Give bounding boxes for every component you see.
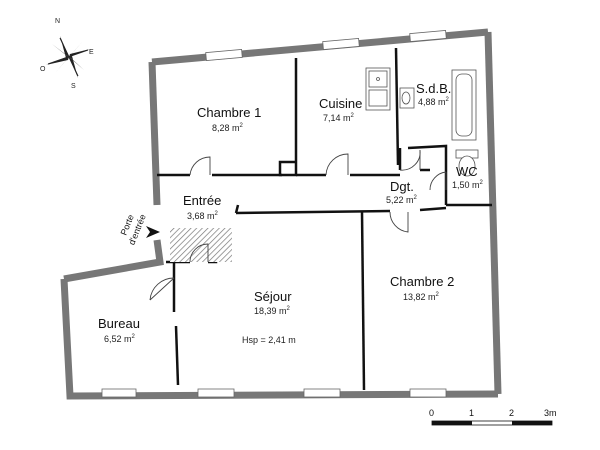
entrance-label: Porte d'entrée bbox=[119, 213, 148, 247]
room-area: 1,50 m bbox=[452, 180, 480, 190]
room-name: Chambre 2 bbox=[390, 274, 454, 289]
compass-rose: N E S O bbox=[40, 18, 94, 90]
room-name: S.d.B. bbox=[416, 81, 451, 96]
room-area: 5,22 m bbox=[386, 195, 414, 205]
room-label-sdb: S.d.B. 4,88 m2 bbox=[416, 81, 451, 107]
scale-tick-3: 3m bbox=[544, 408, 557, 418]
compass-n-label: N bbox=[55, 18, 60, 25]
room-name: Bureau bbox=[98, 316, 140, 331]
room-label-entree: Entrée 3,68 m2 bbox=[183, 193, 221, 221]
room-name: Séjour bbox=[254, 289, 292, 304]
area-exponent: 2 bbox=[215, 211, 219, 217]
area-exponent: 2 bbox=[287, 306, 291, 312]
kitchen-sink-icon bbox=[365, 67, 391, 111]
room-area: 18,39 m bbox=[254, 306, 287, 316]
svg-text:18,39 m2: 18,39 m2 bbox=[254, 306, 291, 316]
room-label-dgt: Dgt. 5,22 m2 bbox=[386, 179, 418, 205]
room-name: Dgt. bbox=[390, 179, 414, 194]
area-exponent: 2 bbox=[414, 195, 418, 201]
windows bbox=[101, 30, 447, 398]
room-label-chambre-2: Chambre 2 13,82 m2 bbox=[390, 274, 454, 302]
bathtub-icon bbox=[451, 69, 477, 141]
svg-text:5,22 m2: 5,22 m2 bbox=[386, 195, 418, 205]
room-label-bureau: Bureau 6,52 m2 bbox=[98, 316, 140, 344]
room-name: Cuisine bbox=[319, 96, 362, 111]
room-area: 8,28 m bbox=[212, 123, 240, 133]
svg-text:1,50 m2: 1,50 m2 bbox=[452, 180, 484, 190]
room-area: 4,88 m bbox=[418, 97, 446, 107]
svg-text:6,52 m2: 6,52 m2 bbox=[104, 334, 136, 344]
scale-tick-0: 0 bbox=[429, 408, 434, 418]
exterior-walls bbox=[60, 28, 502, 400]
svg-text:7,14 m2: 7,14 m2 bbox=[323, 113, 355, 123]
toilet-icon bbox=[455, 149, 479, 177]
room-label-chambre-1: Chambre 1 8,28 m2 bbox=[197, 105, 261, 133]
room-name: WC bbox=[456, 164, 478, 179]
scale-tick-2: 2 bbox=[509, 408, 514, 418]
svg-text:13,82 m2: 13,82 m2 bbox=[403, 292, 440, 302]
room-area: 13,82 m bbox=[403, 292, 436, 302]
svg-text:8,28 m2: 8,28 m2 bbox=[212, 123, 244, 133]
entrance-arrow-icon bbox=[146, 226, 160, 238]
compass-s-label: S bbox=[71, 83, 76, 90]
area-exponent: 2 bbox=[446, 97, 450, 103]
area-exponent: 2 bbox=[132, 334, 136, 340]
room-label-cuisine: Cuisine 7,14 m2 bbox=[319, 96, 362, 123]
door-swings bbox=[149, 149, 447, 301]
compass-o-label: O bbox=[40, 66, 46, 73]
area-exponent: 2 bbox=[351, 113, 355, 119]
room-area: 3,68 m bbox=[187, 211, 215, 221]
area-exponent: 2 bbox=[436, 292, 440, 298]
area-exponent: 2 bbox=[480, 180, 484, 186]
room-name: Chambre 1 bbox=[197, 105, 261, 120]
scale-bar: 0 1 2 3m bbox=[429, 408, 557, 426]
room-label-wc: WC 1,50 m2 bbox=[452, 164, 484, 190]
washbasin-icon bbox=[399, 87, 415, 109]
scale-tick-1: 1 bbox=[469, 408, 474, 418]
room-name: Entrée bbox=[183, 193, 221, 208]
room-label-sejour: Séjour 18,39 m2 Hsp = 2,41 m bbox=[242, 289, 296, 345]
compass-e-label: E bbox=[89, 49, 94, 56]
ceiling-height: Hsp = 2,41 m bbox=[242, 335, 296, 345]
room-area: 7,14 m bbox=[323, 113, 351, 123]
room-area: 6,52 m bbox=[104, 334, 132, 344]
svg-text:4,88 m2: 4,88 m2 bbox=[418, 97, 450, 107]
svg-text:3,68 m2: 3,68 m2 bbox=[187, 211, 219, 221]
area-exponent: 2 bbox=[240, 123, 244, 129]
